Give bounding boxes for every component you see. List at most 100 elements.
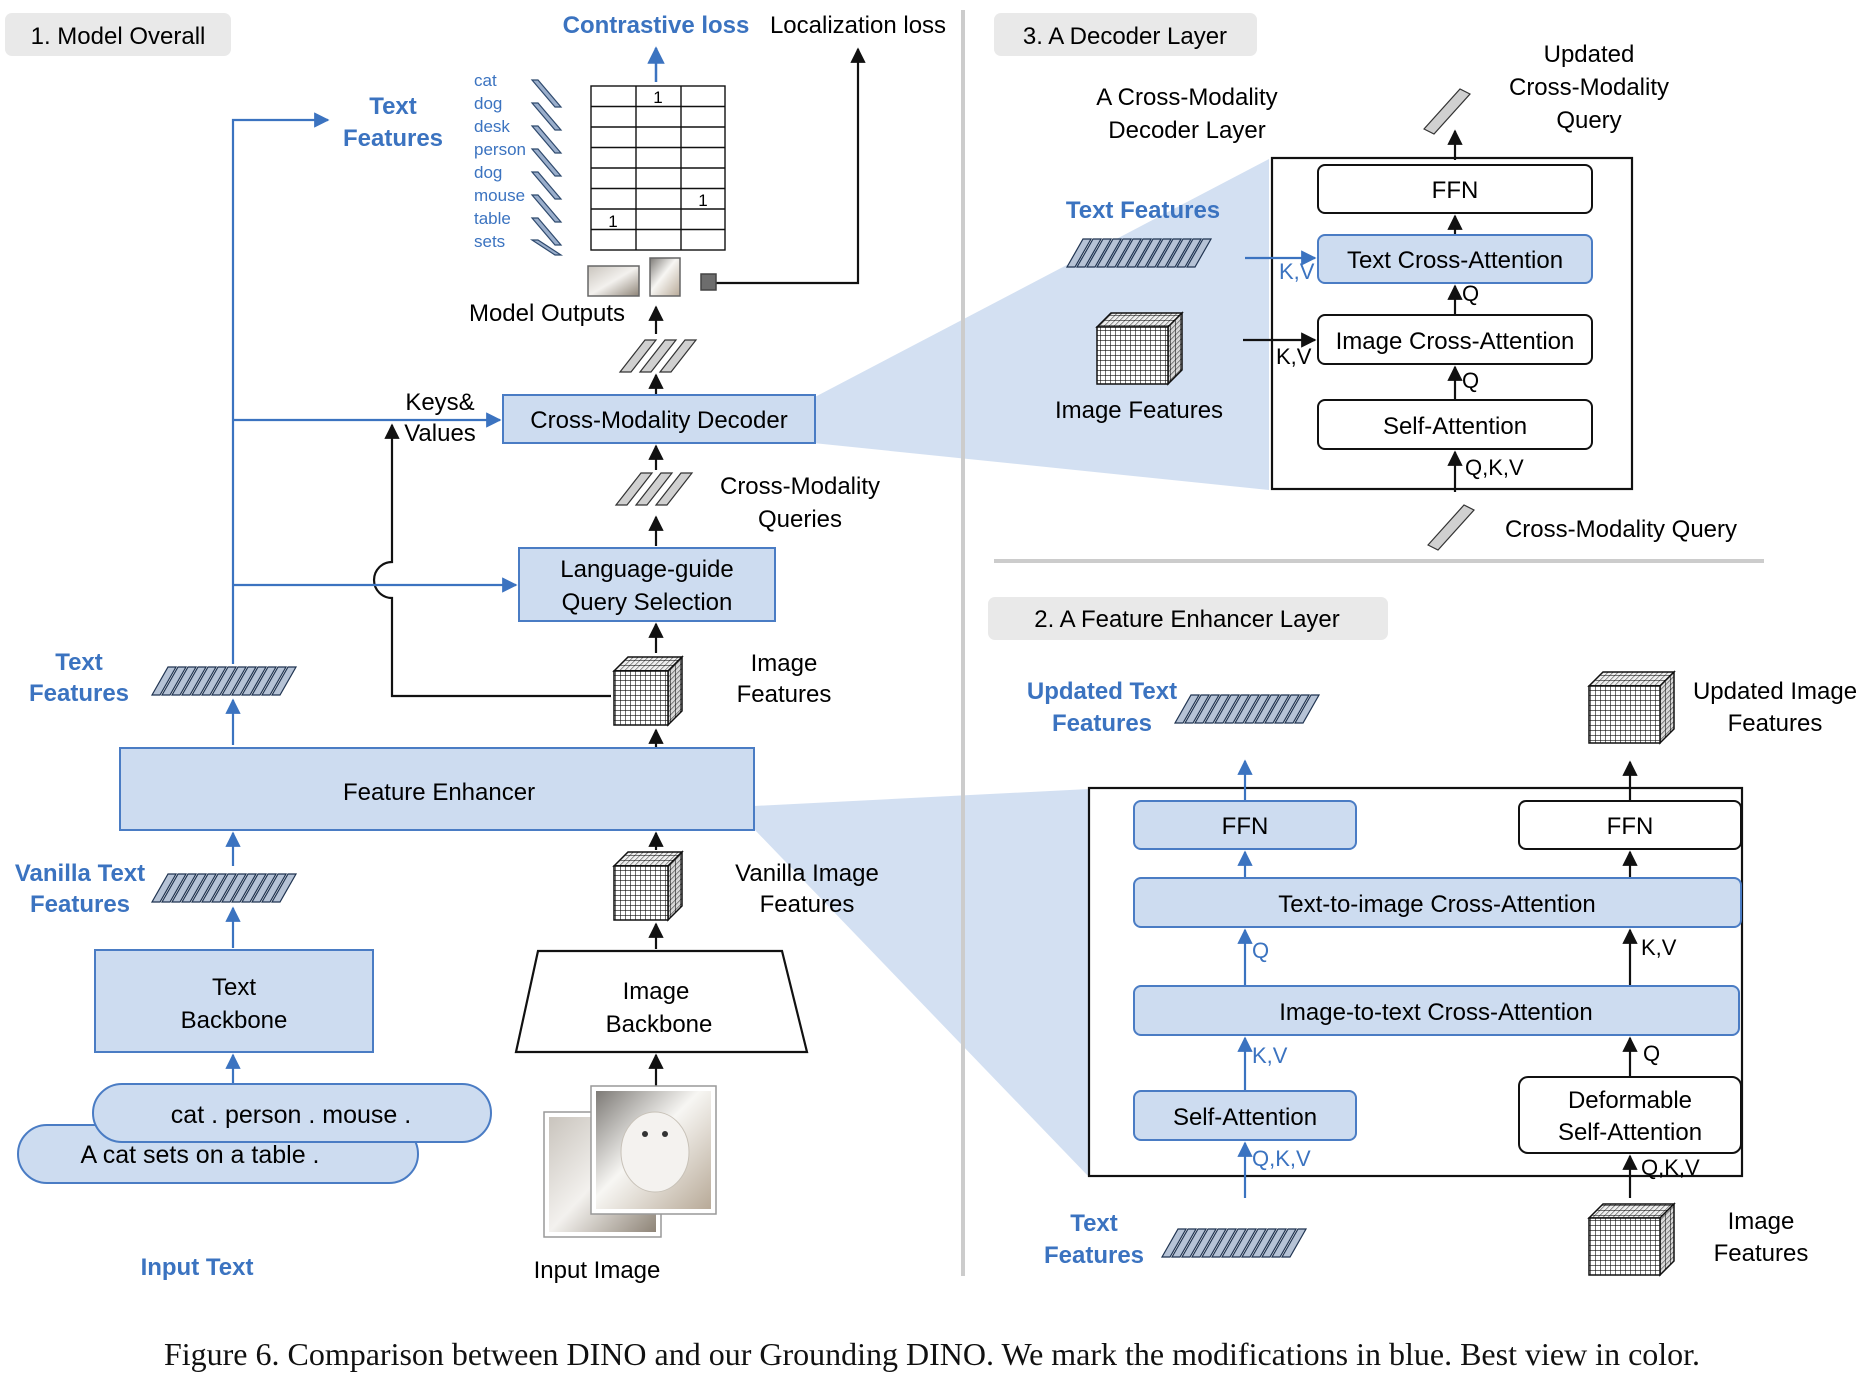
svg-text:Image: Image xyxy=(623,978,690,1005)
deformable-self-attention-box: Deformable Self-Attention xyxy=(1518,1076,1742,1154)
decoder-layer-title-2: Decoder Layer xyxy=(1108,117,1265,144)
svg-text:Backbone: Backbone xyxy=(181,1007,288,1034)
updated-text-features-label-1: Updated Text xyxy=(1027,678,1177,705)
cross-modality-queries-label-1: Cross-Modality xyxy=(720,473,880,500)
enhancer-text-ffn-box: FFN xyxy=(1133,800,1357,850)
enhancer-image-features-label-2: Features xyxy=(1714,1240,1809,1267)
vocab-word: cat xyxy=(474,71,497,90)
updated-query-token xyxy=(1423,88,1471,135)
svg-text:A cat sets on a table .: A cat sets on a table . xyxy=(80,1141,319,1169)
enhancer-image-features-cube xyxy=(1587,1202,1676,1277)
vocab-word: dog xyxy=(474,163,502,182)
image-features-label-2: Features xyxy=(737,681,832,708)
svg-text:2. A Feature Enhancer Layer: 2. A Feature Enhancer Layer xyxy=(1034,606,1340,633)
svg-text:Self-Attention: Self-Attention xyxy=(1173,1104,1317,1131)
decoder-image-features-cube xyxy=(1095,311,1184,386)
vocab-token-bars xyxy=(529,79,564,256)
panel-header-decoder-layer: 3. A Decoder Layer xyxy=(994,13,1257,56)
vanilla-text-features-label-1: Vanilla Text xyxy=(15,860,145,887)
vocab-word: table xyxy=(474,209,511,228)
model-outputs-label: Model Outputs xyxy=(469,300,625,327)
svg-text:FFN: FFN xyxy=(1432,177,1479,204)
image-to-text-cross-attention-box: Image-to-text Cross-Attention xyxy=(1133,985,1740,1036)
zoom-wedge-enhancer xyxy=(754,789,1089,1177)
decoder-text-features-label: Text Features xyxy=(1066,197,1220,224)
feature-enhancer-box: Feature Enhancer xyxy=(119,747,755,831)
vocab-word: sets xyxy=(474,232,505,251)
output-thumbnails xyxy=(587,257,717,297)
vocab-word: mouse xyxy=(474,186,525,205)
text-features-tokens xyxy=(150,666,298,696)
text-backbone-box: Text Backbone xyxy=(94,949,374,1053)
svg-text:Cross-Modality Decoder: Cross-Modality Decoder xyxy=(530,407,787,434)
svg-text:Feature Enhancer: Feature Enhancer xyxy=(343,779,535,806)
text-features-trunk xyxy=(231,112,330,664)
vocab-word: desk xyxy=(474,117,510,136)
input-text-label: Input Text xyxy=(141,1254,254,1281)
decoder-text-features-tokens xyxy=(1065,238,1213,268)
decoder-qkv-label: Q,K,V xyxy=(1465,455,1524,480)
updated-image-features-cube xyxy=(1587,670,1676,745)
enhancer-kv-label-t2i: K,V xyxy=(1641,935,1677,960)
decoder-q-label-image: Q xyxy=(1462,368,1479,393)
enhancer-self-attention-box: Self-Attention xyxy=(1133,1090,1357,1141)
svg-text:FFN: FFN xyxy=(1607,813,1654,840)
keys-values-label-1: Keys& xyxy=(405,389,474,416)
similarity-grid xyxy=(590,85,726,251)
image-features-cube xyxy=(612,655,684,727)
cross-modality-queries-tokens xyxy=(614,472,694,506)
text-features-top-label-2: Features xyxy=(343,125,443,152)
enhancer-qkv-label-text: Q,K,V xyxy=(1252,1146,1311,1171)
svg-text:Image-to-text Cross-Attention: Image-to-text Cross-Attention xyxy=(1279,999,1592,1026)
decoder-kv-label-text: K,V xyxy=(1279,259,1315,284)
image-backbone-trapezoid: Image Backbone xyxy=(514,949,809,1054)
svg-text:Text Cross-Attention: Text Cross-Attention xyxy=(1347,247,1563,274)
cross-modality-query-label: Cross-Modality Query xyxy=(1505,516,1737,543)
decoder-q-label-text: Q xyxy=(1462,281,1479,306)
text-features-label-1: Text xyxy=(55,649,103,676)
enhancer-q-label-i2t: Q xyxy=(1643,1041,1660,1066)
vocab-word: person xyxy=(474,140,526,159)
contrastive-loss-label: Contrastive loss xyxy=(563,12,750,39)
vocab-list: cat dog desk person dog mouse table sets xyxy=(474,71,526,251)
updated-query-label-3: Query xyxy=(1556,107,1621,134)
decoder-text-cross-attention-box: Text Cross-Attention xyxy=(1317,234,1593,284)
svg-text:Text-to-image Cross-Attention: Text-to-image Cross-Attention xyxy=(1278,891,1595,918)
cross-modality-query-token xyxy=(1427,504,1475,551)
decoder-kv-label-image: K,V xyxy=(1276,344,1312,369)
decoder-image-cross-attention-box: Image Cross-Attention xyxy=(1317,314,1593,365)
image-features-label-1: Image xyxy=(751,650,818,677)
enhancer-text-features-label-1: Text xyxy=(1070,1210,1118,1237)
vanilla-text-features-label-2: Features xyxy=(30,891,130,918)
arrow-to-localization-loss xyxy=(714,47,866,285)
panel-header-model-overall: 1. Model Overall xyxy=(5,13,231,56)
updated-text-features-label-2: Features xyxy=(1052,710,1152,737)
query-selection-box: Language-guide Query Selection xyxy=(518,547,776,622)
enhancer-image-ffn-box: FFN xyxy=(1518,800,1742,850)
output-thumbnail xyxy=(649,257,681,297)
figure-caption: Figure 6. Comparison between DINO and ou… xyxy=(163,1336,1701,1372)
svg-text:Language-guide: Language-guide xyxy=(560,556,734,583)
grid-match-one: 1 xyxy=(608,212,617,231)
cross-modality-decoder-box: Cross-Modality Decoder xyxy=(502,394,816,444)
text-features-label-2: Features xyxy=(29,680,129,707)
panel-header-feature-enhancer-layer: 2. A Feature Enhancer Layer xyxy=(988,597,1388,640)
decoder-image-features-label: Image Features xyxy=(1055,397,1223,424)
input-image-label: Input Image xyxy=(534,1257,661,1284)
prompt-front-pill: cat . person . mouse . xyxy=(92,1083,492,1143)
svg-text:1. Model Overall: 1. Model Overall xyxy=(31,23,206,50)
vanilla-image-features-cube xyxy=(612,850,684,922)
enhancer-image-features-label-1: Image xyxy=(1728,1208,1795,1235)
svg-text:cat . person . mouse .: cat . person . mouse . xyxy=(171,1101,411,1129)
input-image-stack xyxy=(543,1085,717,1238)
updated-image-features-label-2: Features xyxy=(1728,710,1823,737)
decoder-ffn-box: FFN xyxy=(1317,164,1593,214)
enhancer-qkv-label-image: Q,K,V xyxy=(1641,1155,1700,1180)
svg-text:Self-Attention: Self-Attention xyxy=(1558,1119,1702,1146)
updated-text-features-tokens xyxy=(1173,694,1321,724)
output-thumbnail xyxy=(700,273,717,291)
svg-text:FFN: FFN xyxy=(1222,813,1269,840)
svg-text:Self-Attention: Self-Attention xyxy=(1383,413,1527,440)
image-features-to-decoder-path xyxy=(372,423,611,698)
